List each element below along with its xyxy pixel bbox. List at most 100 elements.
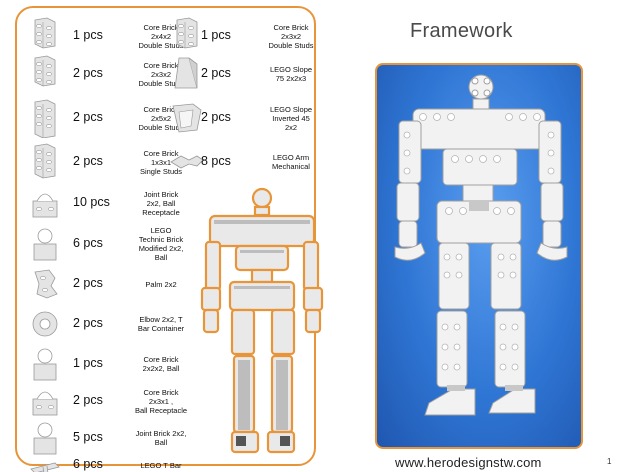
slope-75-icon — [167, 54, 205, 94]
part-name-line: 2x4x2 — [150, 32, 171, 41]
part-quantity: 2 pcs — [73, 393, 103, 407]
part-name: Palm 2x2 — [121, 280, 201, 289]
robot-outline-figure — [200, 187, 324, 454]
part-name-line: 2x3x1 , — [148, 397, 174, 406]
part-name-line: Single Studs — [139, 167, 183, 176]
part-quantity: 2 pcs — [73, 276, 103, 290]
part-name-line: Joint Brick — [143, 190, 179, 199]
part-name-line: Double Studs — [268, 41, 314, 50]
part-name-line: Double Studs — [138, 79, 184, 88]
part-quantity: 6 pcs — [73, 457, 103, 471]
mechanical-arm-icon — [167, 142, 205, 182]
part-name-line: Technic Brick — [138, 235, 184, 244]
part-name-line: 2x2x2, Ball — [142, 364, 180, 373]
part-name-line: Ball — [154, 253, 168, 262]
part-quantity: 1 pcs — [73, 28, 103, 42]
core-brick-receptacle-icon — [25, 381, 63, 421]
core-brick-1x3x1-icon — [25, 142, 63, 182]
core-brick-2x3x2-icon — [167, 16, 205, 56]
part-name-line: Bar Container — [137, 324, 185, 333]
part-row: 6 pcs LEGO T Bar — [25, 445, 215, 472]
part-name-line: 2x3x2 — [280, 32, 301, 41]
joint-brick-receptacle-icon — [25, 183, 63, 223]
part-quantity: 2 pcs — [73, 154, 103, 168]
part-name-line: Modified 2x2, — [138, 244, 184, 253]
part-name-line: Core Brick — [143, 388, 179, 397]
page-number: 1 — [607, 457, 612, 466]
part-name-line: Double Studs — [138, 41, 184, 50]
part-name-line: 2x3x2 — [150, 70, 171, 79]
part-name-line: Core Brick — [143, 61, 179, 70]
part-name-line: Inverted 45 — [272, 114, 310, 123]
core-brick-2x3x2-icon — [25, 54, 63, 94]
part-quantity: 10 pcs — [73, 195, 110, 209]
core-brick-ball-icon — [25, 344, 63, 384]
part-name-line: 2x2, Ball — [146, 199, 176, 208]
slope-inverted-icon — [167, 98, 205, 138]
part-name-line: 2x2 — [284, 123, 298, 132]
footer-url: www.herodesignstw.com — [395, 455, 542, 470]
part-quantity: 8 pcs — [201, 154, 231, 168]
part-quantity: 2 pcs — [73, 316, 103, 330]
part-quantity: 5 pcs — [73, 430, 103, 444]
part-name-line: LEGO Slope — [269, 65, 313, 74]
part-name-line: LEGO Slope — [269, 105, 313, 114]
part-name: LEGO T Bar — [121, 461, 201, 470]
part-row: 5 pcs Joint Brick 2x2,Ball — [25, 418, 215, 458]
technic-brick-ball-icon — [25, 224, 63, 264]
part-name-line: Core Brick — [273, 23, 309, 32]
core-brick-2x4x2-icon — [25, 16, 63, 56]
part-quantity: 1 pcs — [201, 28, 231, 42]
part-name-line: Palm 2x2 — [145, 280, 177, 289]
robot-render-frame — [375, 63, 583, 449]
part-name-line: Elbow 2x2, T — [139, 315, 183, 324]
part-name-line: Core Brick — [143, 149, 179, 158]
joint-brick-ball-icon — [25, 418, 63, 458]
part-name-line: 75 2x2x3 — [275, 74, 307, 83]
part-name-line: Mechanical — [272, 162, 310, 171]
core-brick-2x5x2-icon — [25, 98, 63, 139]
part-name-line: 1x3x1 — [150, 158, 171, 167]
elbow-icon — [25, 304, 63, 344]
part-name-line: Double Studs — [138, 123, 184, 132]
palm-icon — [25, 264, 63, 304]
part-quantity: 1 pcs — [73, 356, 103, 370]
part-name-line: LEGO — [150, 226, 172, 235]
part-quantity: 2 pcs — [73, 66, 103, 80]
part-row: 2 pcs Palm 2x2 — [25, 264, 215, 304]
part-quantity: 2 pcs — [201, 110, 231, 124]
part-quantity: 2 pcs — [73, 110, 103, 124]
part-name-line: Ball Receptacle — [134, 406, 188, 415]
robot-render-image — [394, 74, 568, 416]
part-name-line: Core Brick — [143, 23, 179, 32]
part-quantity: 6 pcs — [73, 236, 103, 250]
part-name-line: 2x5x2 — [150, 114, 171, 123]
part-name: Joint Brick 2x2,Ball — [121, 429, 201, 447]
part-name-line: LEGO Arm — [272, 153, 310, 162]
part-name-line: Core Brick — [143, 105, 179, 114]
part-name-line: Joint Brick 2x2, — [135, 429, 187, 438]
part-name-line: Core Brick — [143, 355, 179, 364]
part-quantity: 2 pcs — [201, 66, 231, 80]
